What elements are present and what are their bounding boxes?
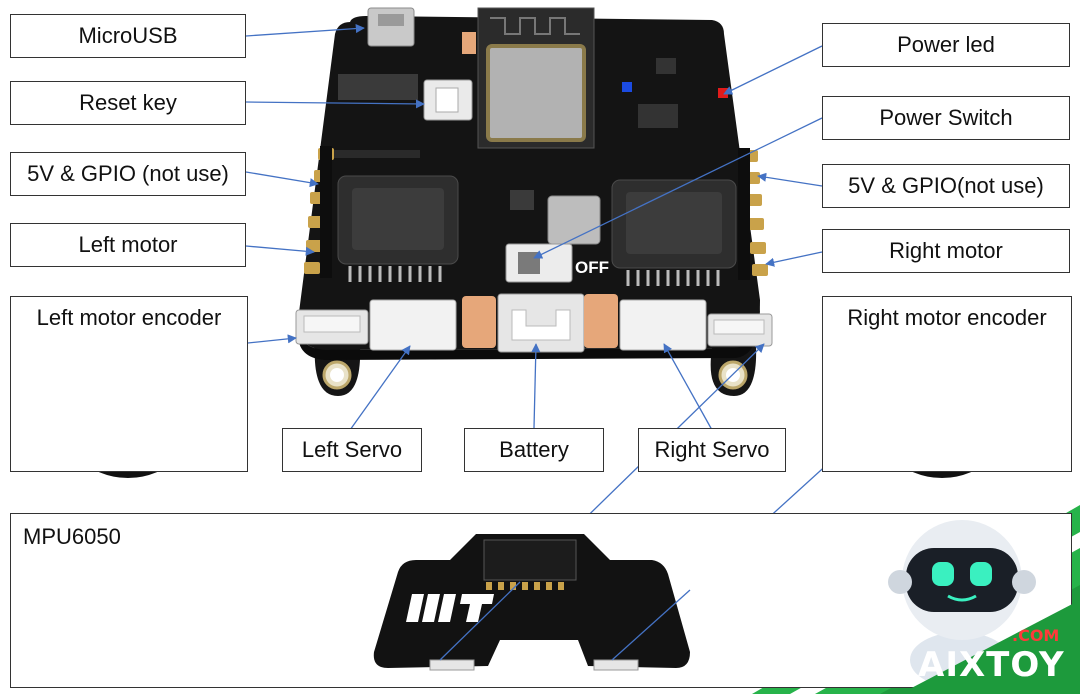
label-right-servo: Right Servo bbox=[638, 428, 786, 472]
right-servo-connector bbox=[619, 299, 707, 351]
brand-com: .COM bbox=[1012, 626, 1060, 645]
battery-connector bbox=[497, 293, 585, 353]
label-battery: Battery bbox=[464, 428, 604, 472]
brand-name: AIXTOY bbox=[918, 645, 1065, 685]
right-servo-cap bbox=[584, 294, 618, 348]
controller-board bbox=[295, 7, 773, 396]
arrow-left-servo bbox=[349, 345, 411, 431]
mpu6050-box: MPU6050 bbox=[10, 513, 1072, 688]
label-right-encoder: Right motor encoder bbox=[847, 305, 1047, 330]
arrow-power-switch bbox=[533, 117, 823, 259]
arrow-power-led bbox=[723, 45, 823, 95]
arrow-left-motor bbox=[245, 245, 315, 256]
arrow-right-motor bbox=[765, 251, 823, 267]
label-left-encoder: Left motor encoder bbox=[36, 305, 222, 330]
label-power-led: Power led bbox=[822, 23, 1070, 67]
label-left-servo: Left Servo bbox=[282, 428, 422, 472]
label-left-motor: Left motor bbox=[10, 223, 246, 267]
label-right-motor: Right motor bbox=[822, 229, 1070, 273]
left-encoder-box: Left motor encoder bbox=[10, 296, 248, 472]
label-mpu6050: MPU6050 bbox=[23, 524, 121, 549]
arrow-battery bbox=[531, 343, 541, 429]
status-led bbox=[622, 82, 632, 92]
label-reset-key: Reset key bbox=[10, 81, 246, 125]
arrow-reset-key bbox=[245, 99, 425, 109]
label-microusb: MicroUSB bbox=[10, 14, 246, 58]
label-gpio-right: 5V & GPIO(not use) bbox=[822, 164, 1070, 208]
power-led bbox=[718, 88, 728, 98]
switch-off-text: OFF bbox=[575, 258, 609, 277]
arrow-gpio-right bbox=[757, 172, 823, 187]
label-power-switch: Power Switch bbox=[822, 96, 1070, 140]
arrow-gpio-left bbox=[245, 171, 319, 188]
left-servo-connector bbox=[369, 299, 457, 351]
label-gpio-left: 5V & GPIO (not use) bbox=[10, 152, 246, 196]
arrow-microusb bbox=[245, 24, 365, 37]
left-servo-cap bbox=[462, 296, 496, 348]
microusb-port bbox=[367, 7, 415, 47]
arrow-right-servo bbox=[663, 343, 713, 431]
right-encoder-box: Right motor encoder bbox=[822, 296, 1072, 472]
